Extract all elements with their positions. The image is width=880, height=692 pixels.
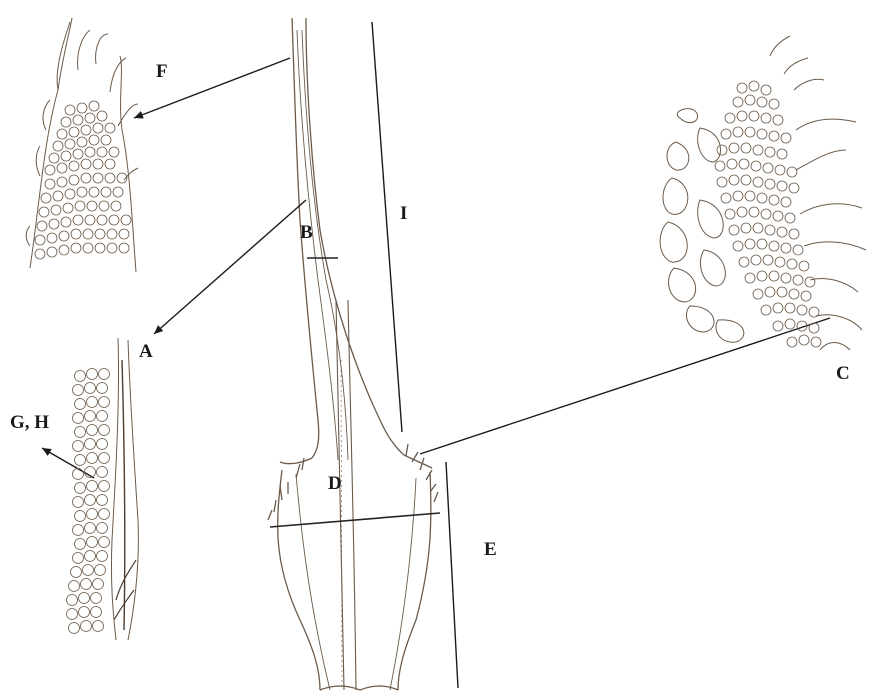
scale-bar-i bbox=[372, 22, 402, 432]
label-i: I bbox=[400, 204, 407, 223]
detail-c-cell-drawing bbox=[660, 36, 866, 350]
arrow-to-gh bbox=[42, 448, 94, 478]
label-d: D bbox=[328, 474, 342, 493]
scale-bar-e bbox=[446, 462, 458, 688]
connector-to-c bbox=[420, 318, 830, 454]
label-b: B bbox=[300, 223, 313, 242]
label-a: A bbox=[139, 342, 153, 361]
detail-f-cell-drawing bbox=[26, 18, 138, 272]
main-leaf bbox=[268, 18, 438, 690]
label-c: C bbox=[836, 364, 850, 383]
section-line-d bbox=[270, 513, 440, 527]
label-f: F bbox=[156, 62, 168, 81]
label-e: E bbox=[484, 540, 497, 559]
arrows bbox=[42, 58, 830, 478]
arrow-to-a bbox=[154, 200, 306, 334]
detail-a-cell-drawing bbox=[67, 338, 139, 640]
label-gh: G, H bbox=[10, 413, 49, 432]
